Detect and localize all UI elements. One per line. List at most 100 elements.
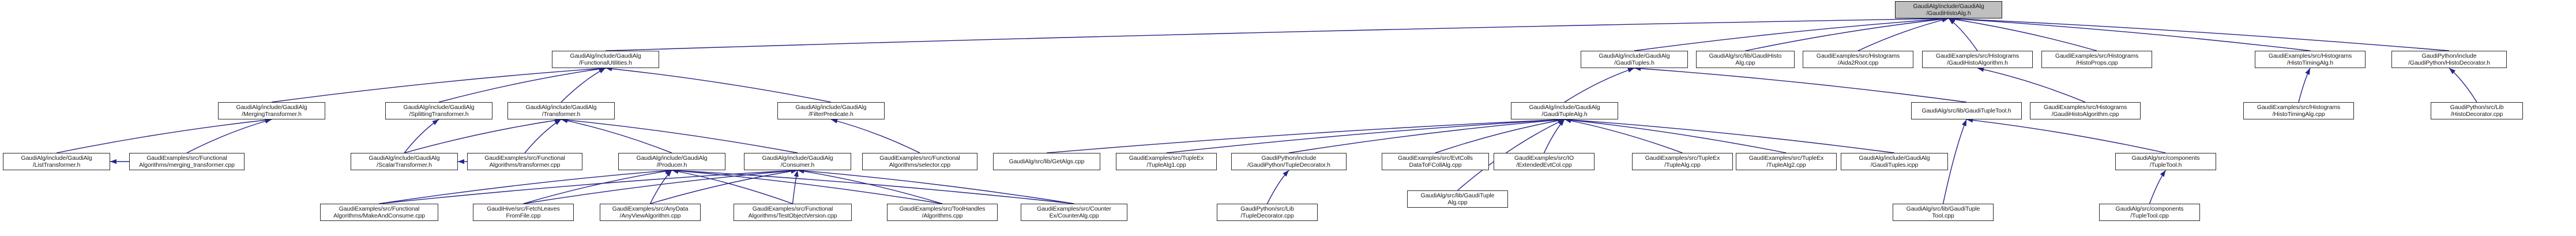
graph-edge	[830, 118, 920, 153]
graph-node-label: GaudiAlg/include/GaudiAlg /GaudiTupleAlg…	[1529, 103, 1600, 118]
graph-node-label: GaudiAlg/include/GaudiAlg /ListTransform…	[21, 154, 92, 169]
graph-edge	[1564, 68, 1635, 103]
graph-node[interactable]: GaudiExamples/src/Functional Algorithms/…	[467, 153, 582, 170]
graph-node[interactable]: GaudiExamples/src/Functional Algorithms/…	[862, 153, 977, 170]
graph-node-label: GaudiExamples/src/Functional Algorithms/…	[333, 205, 425, 220]
graph-node[interactable]: GaudiExamples/src/TupleEx /TupleAlg1.cpp	[1116, 153, 1217, 170]
graph-node[interactable]: GaudiAlg/src/lib/GetAlgs.cpp	[993, 153, 1100, 170]
graph-edge	[1634, 16, 1949, 51]
graph-edge	[1046, 117, 1565, 153]
graph-edge	[1288, 117, 1565, 153]
graph-node-label: GaudiExamples/src/Histograms /HistoProps…	[2055, 52, 2139, 67]
graph-node-label: GaudiPython/src/Lib /TupleDecorator.cpp	[1240, 205, 1294, 220]
graph-node[interactable]: GaudiExamples/src/IO /ExtendedEvtCol.cpp	[1494, 153, 1595, 170]
graph-node[interactable]: GaudiAlg/include/GaudiAlg /MergingTransf…	[218, 102, 325, 119]
graph-node[interactable]: GaudiExamples/src/ToolHandles /Algorithm…	[887, 204, 998, 221]
graph-edge	[671, 168, 943, 204]
graph-node[interactable]: GaudiAlg/include/GaudiAlg /SplittingTran…	[385, 102, 492, 119]
graph-node[interactable]: GaudiAlg/include/GaudiAlg /ScalarTransfo…	[351, 153, 458, 170]
graph-node[interactable]: GaudiExamples/src/Functional Algorithms/…	[734, 204, 852, 221]
graph-edge	[1948, 16, 2311, 51]
graph-edge	[379, 168, 672, 204]
graph-edge	[56, 118, 272, 153]
graph-node-label: GaudiHive/src/FetchLeaves FromFile.cpp	[487, 205, 560, 220]
graph-edge	[1543, 119, 1565, 153]
graph-node-label: GaudiExamples/src/IO /ExtendedEvtCol.cpp	[1514, 154, 1574, 169]
graph-node[interactable]: GaudiExamples/src/AnyData /AnyViewAlgori…	[600, 204, 701, 221]
graph-node[interactable]: GaudiAlg/include/GaudiAlg /Transformer.h	[507, 102, 615, 119]
graph-node[interactable]: GaudiAlg/src/lib/GaudiTuple Alg.cpp	[1407, 190, 1508, 208]
graph-edge	[1966, 118, 2166, 153]
graph-node-label: GaudiAlg/src/lib/GaudiTuple Alg.cpp	[1420, 192, 1495, 207]
graph-edge	[650, 168, 798, 204]
graph-node[interactable]: GaudiAlg/include/GaudiAlg /GaudiTuples.i…	[1841, 153, 1948, 170]
graph-edge	[271, 66, 606, 103]
graph-node[interactable]: GaudiExamples/src/Histograms /HistoTimin…	[2255, 51, 2366, 68]
graph-edge	[1857, 17, 1949, 51]
graph-node-label: GaudiAlg/include/GaudiAlg /ScalarTransfo…	[368, 154, 440, 169]
graph-node[interactable]: GaudiAlg/src/lib/GaudiTupleTool.h	[1911, 102, 2022, 119]
graph-node[interactable]: GaudiExamples/src/Functional Algorithms/…	[129, 153, 245, 170]
graph-node[interactable]: GaudiPython/include /GaudiPython/TupleDe…	[1231, 153, 1347, 170]
graph-edge	[1435, 118, 1565, 153]
graph-edge	[404, 119, 439, 153]
graph-node-label: GaudiAlg/src/lib/GaudiTuple Tool.cpp	[1906, 205, 1980, 220]
graph-node[interactable]: GaudiExamples/src/Counter Ex/CounterAlg.…	[1021, 204, 1127, 221]
graph-edge	[1564, 118, 1683, 153]
graph-node-label: GaudiPython/include /GaudiPython/HistoDe…	[2408, 52, 2490, 67]
graph-node[interactable]: GaudiExamples/src/Histograms /HistoProps…	[2041, 51, 2152, 68]
graph-node[interactable]: GaudiAlg/include/GaudiAlg /GaudiTupleAlg…	[1511, 102, 1618, 119]
graph-node-label: GaudiAlg/include/GaudiAlg /MergingTransf…	[236, 103, 307, 118]
graph-edge	[649, 170, 672, 204]
graph-node[interactable]: GaudiHive/src/FetchLeaves FromFile.cpp	[473, 204, 574, 221]
graph-edge	[561, 117, 798, 153]
graph-edge	[561, 68, 606, 103]
graph-node-label: GaudiAlg/include/GaudiAlg /FunctionalUti…	[570, 52, 641, 67]
graph-node[interactable]: GaudiExamples/src/TupleEx /TupleAlg2.cpp	[1736, 153, 1837, 170]
graph-node-label: GaudiAlg/include/GaudiAlg /GaudiHistoAlg…	[1913, 2, 1984, 17]
graph-edge	[671, 168, 1074, 204]
graph-edge	[671, 169, 793, 204]
graph-node-label: GaudiExamples/src/ToolHandles /Algorithm…	[899, 205, 986, 220]
graph-node[interactable]: GaudiPython/src/Lib /HistoDecorator.cpp	[2431, 102, 2523, 119]
graph-node[interactable]: GaudiAlg/include/GaudiAlg /Producer.h	[618, 153, 725, 170]
graph-node[interactable]: GaudiExamples/src/TupleEx /TupleAlg.cpp	[1632, 153, 1733, 170]
graph-node[interactable]: GaudiPython/include /GaudiPython/HistoDe…	[2391, 51, 2507, 68]
graph-node-label: GaudiExamples/src/Functional Algorithms/…	[139, 154, 235, 169]
graph-node-label: GaudiAlg/include/GaudiAlg /GaudiTuples.i…	[1859, 154, 1930, 169]
graph-node[interactable]: GaudiAlg/include/GaudiAlg /Consumer.h	[744, 153, 851, 170]
graph-edge	[1564, 117, 1895, 153]
graph-edge	[2149, 170, 2167, 204]
graph-node[interactable]: GaudiAlg/src/lib/GaudiTuple Tool.cpp	[1893, 204, 1994, 221]
graph-node-label: GaudiExamples/src/AnyData /AnyViewAlgori…	[612, 205, 689, 220]
graph-edge	[1977, 67, 2086, 103]
graph-node[interactable]: GaudiAlg/include/GaudiAlg /FunctionalUti…	[552, 51, 659, 68]
graph-node[interactable]: GaudiExamples/src/Histograms /GaudiHisto…	[1922, 51, 2033, 68]
graph-node[interactable]: GaudiAlg/src/components /TupleTool.h	[2115, 153, 2216, 170]
graph-node[interactable]: GaudiAlg/include/GaudiAlg /GaudiTuples.h	[1581, 51, 1688, 68]
graph-node[interactable]: GaudiExamples/src/Functional Algorithms/…	[320, 204, 438, 221]
graph-node-label: GaudiExamples/src/Histograms /HistoTimin…	[2257, 103, 2341, 118]
graph-node[interactable]: GaudiAlg/src/components /TupleTool.cpp	[2099, 204, 2200, 221]
graph-node[interactable]: GaudiExamples/src/Histograms /GaudiHisto…	[2030, 102, 2141, 119]
graph-edge	[2298, 68, 2311, 103]
graph-node-label: GaudiAlg/include/GaudiAlg /FilterPredica…	[795, 103, 867, 118]
graph-node[interactable]: GaudiExamples/src/EvtColls DataToFCollAl…	[1382, 153, 1489, 170]
graph-node[interactable]: GaudiPython/src/Lib /TupleDecorator.cpp	[1217, 204, 1318, 221]
graph-node[interactable]: GaudiExamples/src/Histograms /HistoTimin…	[2243, 102, 2354, 119]
graph-edge	[1634, 66, 1967, 103]
graph-node-label: GaudiPython/include /GaudiPython/TupleDe…	[1247, 154, 1330, 169]
graph-edge	[2449, 68, 2477, 103]
graph-node[interactable]: GaudiAlg/src/lib/GaudiHisto Alg.cpp	[1696, 51, 1795, 68]
graph-node-label: GaudiExamples/src/Functional Algorithms/…	[879, 154, 960, 169]
graph-edge	[523, 168, 798, 204]
graph-edge	[1166, 117, 1565, 153]
graph-node[interactable]: GaudiExamples/src/Histograms /Aida2Root.…	[1803, 51, 1913, 68]
graph-node-label: GaudiAlg/include/GaudiAlg /SplittingTran…	[403, 103, 475, 118]
graph-node[interactable]: GaudiAlg/include/GaudiAlg /ListTransform…	[3, 153, 110, 170]
graph-node-root[interactable]: GaudiAlg/include/GaudiAlg /GaudiHistoAlg…	[1895, 1, 2002, 18]
graph-node[interactable]: GaudiAlg/include/GaudiAlg /FilterPredica…	[777, 102, 885, 119]
graph-edge	[1948, 16, 2450, 51]
graph-edge	[523, 168, 672, 204]
graph-node-label: GaudiAlg/include/GaudiAlg /GaudiTuples.h	[1599, 52, 1670, 67]
